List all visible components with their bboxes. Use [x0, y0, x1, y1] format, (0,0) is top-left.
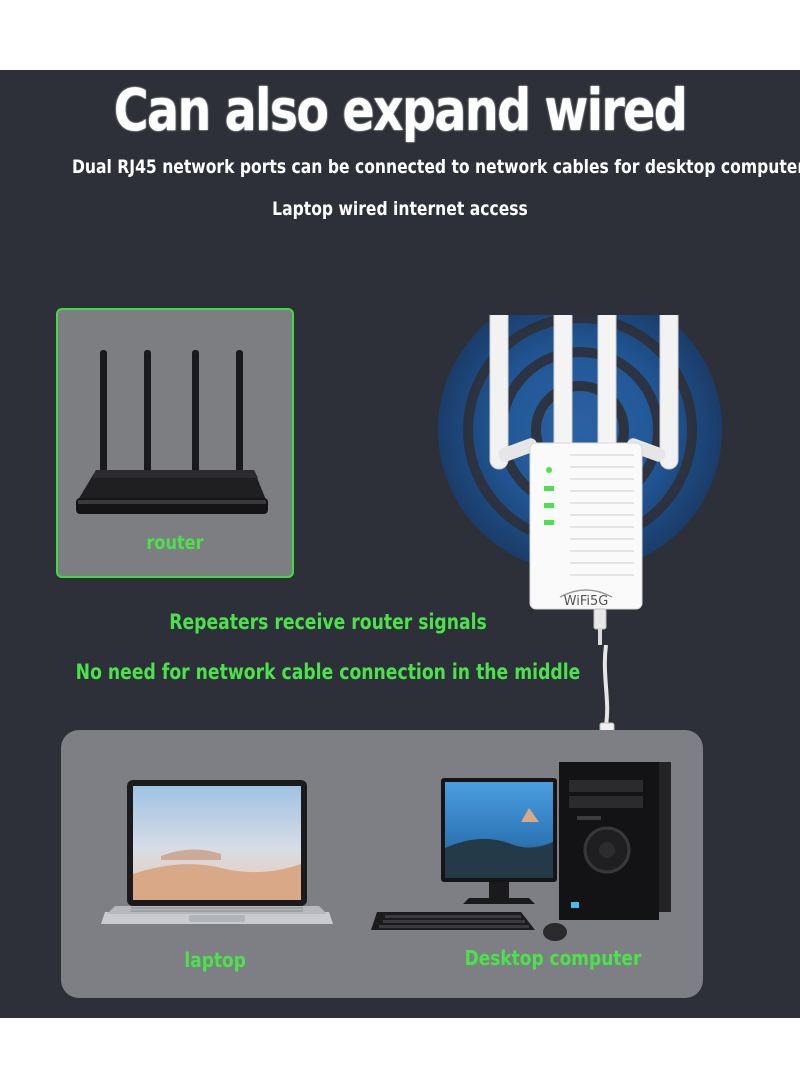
subtitle-line-1: Dual RJ45 network ports can be connected…	[72, 156, 800, 178]
router-image	[76, 350, 268, 514]
promo-canvas: Can also expand wired Dual RJ45 network …	[0, 70, 800, 1018]
laptop-image	[101, 780, 333, 924]
repeater-brand-text: WiFi5G	[564, 594, 609, 609]
repeater-image: WiFi5G	[438, 315, 722, 645]
laptop-label: laptop	[184, 948, 246, 972]
router-label: router	[146, 532, 204, 554]
page-title: Can also expand wired	[113, 76, 688, 144]
desktop-computer-label: Desktop computer	[464, 946, 642, 970]
caption-receive-signals: Repeaters receive router signals	[169, 610, 487, 634]
desktop-computer-image	[371, 762, 671, 941]
subtitle-line-2: Laptop wired internet access	[272, 198, 528, 220]
router-card: router	[56, 308, 294, 578]
caption-no-cable: No need for network cable connection in …	[75, 660, 581, 684]
devices-panel: laptop	[61, 730, 703, 998]
